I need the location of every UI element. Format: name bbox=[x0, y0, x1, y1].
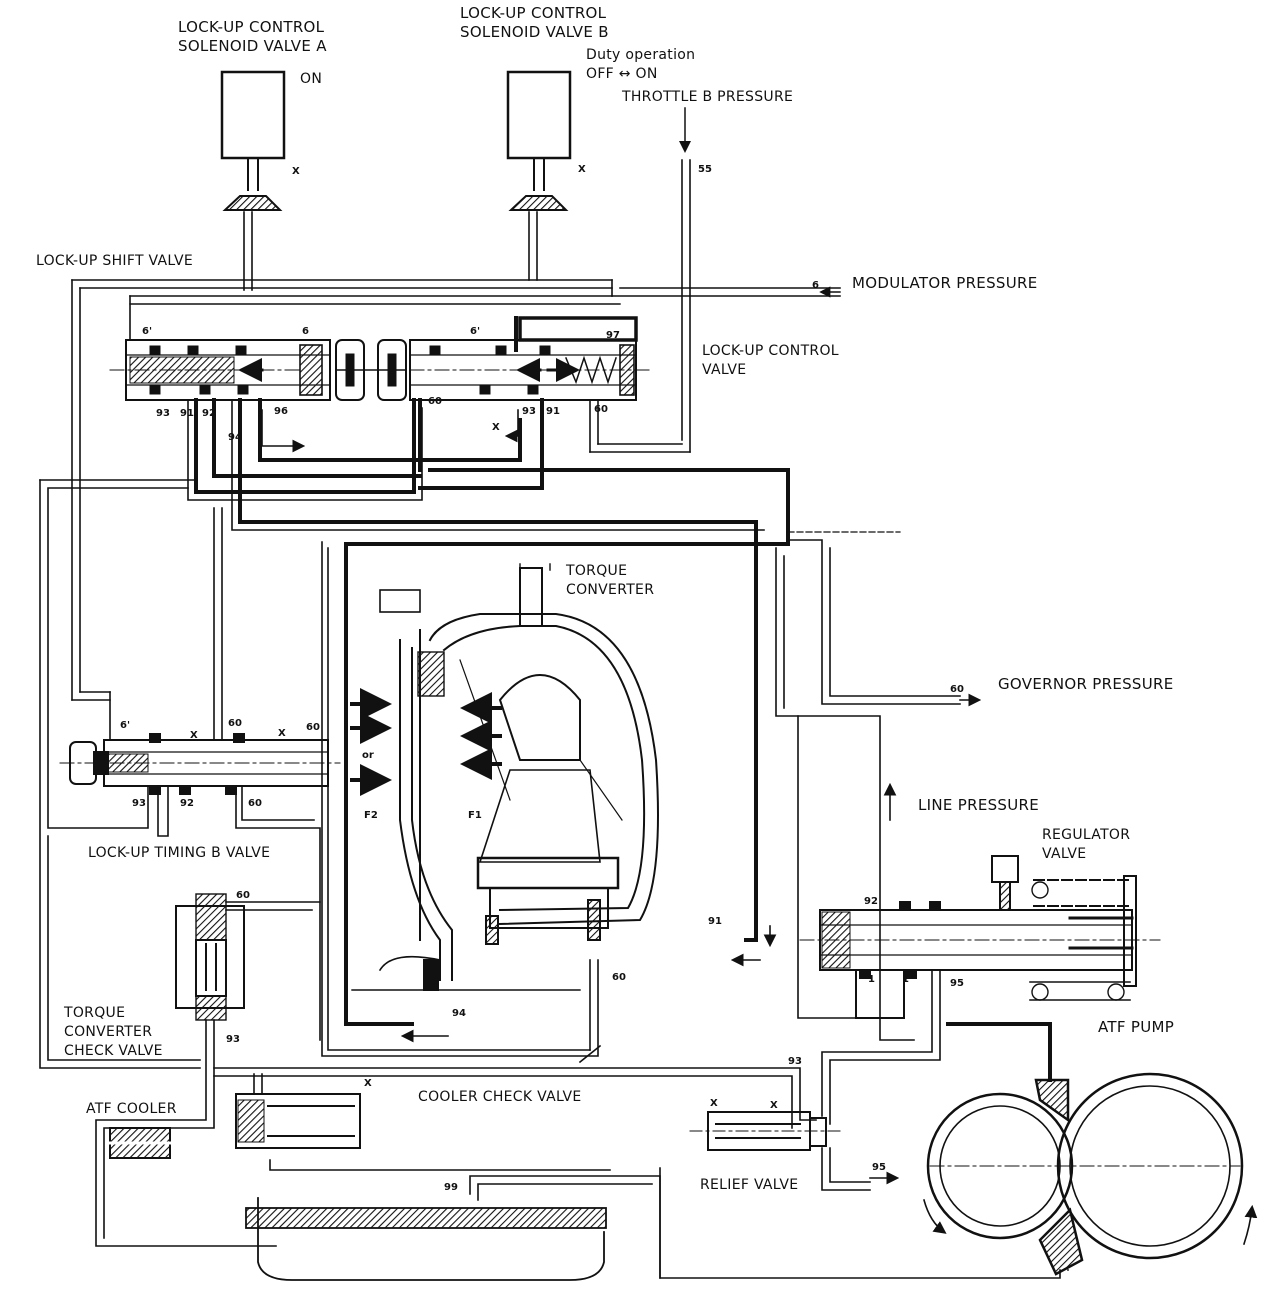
port-97: 97 bbox=[606, 330, 620, 341]
port-96: 96 bbox=[274, 406, 288, 417]
port-60: 60 bbox=[594, 404, 608, 415]
port-90: 60 bbox=[248, 798, 262, 809]
port-60: 60 bbox=[306, 722, 320, 733]
port-93: 93 bbox=[788, 1056, 802, 1067]
port-92: 92 bbox=[180, 798, 194, 809]
check-valve-line2: CONVERTER bbox=[64, 1024, 153, 1040]
port-60: 60 bbox=[950, 684, 964, 695]
relief-valve-label: RELIEF VALVE bbox=[700, 1177, 799, 1193]
modulator-pressure-label: MODULATOR PRESSURE bbox=[852, 274, 1038, 292]
lock-up-control-valve-label: LOCK-UP CONTROL VALVE bbox=[702, 342, 839, 380]
lock-up-shift-valve-label: LOCK-UP SHIFT VALVE bbox=[36, 253, 193, 269]
solenoid-a-state: ON bbox=[300, 71, 323, 87]
port-91: 91 bbox=[546, 406, 560, 417]
regulator-line1: REGULATOR bbox=[1042, 827, 1131, 843]
solenoid-b-line1: LOCK-UP CONTROL bbox=[460, 4, 607, 22]
modulator-line bbox=[71, 279, 841, 741]
port-93: 93 bbox=[156, 408, 170, 419]
cooler-check-valve-label: COOLER CHECK VALVE bbox=[418, 1089, 582, 1105]
port-91: 91 bbox=[180, 408, 194, 419]
lock-up-circuits bbox=[194, 316, 790, 1026]
atf-cooler-label: ATF COOLER bbox=[86, 1101, 177, 1117]
throttle-line bbox=[589, 107, 691, 453]
solenoid-a-label: LOCK-UP CONTROL SOLENOID VALVE A bbox=[178, 18, 327, 56]
check-valve-line3: CHECK VALVE bbox=[64, 1043, 163, 1059]
atf-pump-label: ATF PUMP bbox=[1098, 1018, 1175, 1036]
control-valve-line2: VALVE bbox=[702, 362, 747, 378]
marker-x: X bbox=[278, 728, 286, 739]
port-6-prime: 6' bbox=[142, 326, 152, 337]
solenoid-b-label: LOCK-UP CONTROL SOLENOID VALVE B bbox=[460, 4, 609, 42]
converter-flow-arrows bbox=[350, 688, 777, 1064]
lock-up-control-valve bbox=[409, 316, 651, 401]
throttle-b-pressure-label: THROTTLE B PRESSURE bbox=[622, 89, 794, 105]
port-6-prime: 6' bbox=[120, 720, 130, 731]
cooler-check-valve bbox=[213, 1067, 817, 1171]
torque-converter-line1: TORQUE bbox=[566, 563, 628, 579]
duty-line1: Duty operation bbox=[586, 47, 696, 63]
solenoid-b-line2: SOLENOID VALVE B bbox=[460, 23, 609, 41]
marker-x: X bbox=[492, 422, 500, 433]
control-valve-line1: LOCK-UP CONTROL bbox=[702, 343, 839, 359]
port-6: 6 bbox=[302, 326, 309, 337]
line-pressure-label: LINE PRESSURE bbox=[918, 796, 1040, 814]
port-93: 93 bbox=[226, 1034, 240, 1045]
marker-x: X bbox=[770, 1100, 778, 1111]
port-92: 92 bbox=[864, 896, 878, 907]
port-90: 60 bbox=[612, 972, 626, 983]
port-6: 6 bbox=[812, 280, 819, 291]
torque-converter-check-valve bbox=[95, 893, 321, 1247]
marker-or: or bbox=[362, 750, 374, 761]
solenoid-valve-b bbox=[506, 70, 572, 281]
lock-up-timing-b-valve bbox=[39, 479, 341, 1069]
lock-up-shift-valve bbox=[109, 339, 407, 401]
port-99: 99 bbox=[444, 1182, 458, 1193]
regulator-line2: VALVE bbox=[1042, 846, 1087, 862]
atf-cooler bbox=[108, 1127, 172, 1159]
port-92: 92 bbox=[202, 408, 216, 419]
solenoid-valve-a bbox=[220, 70, 286, 291]
port-90: 60 bbox=[428, 396, 442, 407]
lock-up-timing-b-valve-label: LOCK-UP TIMING B VALVE bbox=[88, 845, 271, 861]
port-60: 60 bbox=[236, 890, 250, 901]
lubrication-tube bbox=[245, 1175, 661, 1281]
port-95: 95 bbox=[950, 978, 964, 989]
regulator-valve-label: REGULATOR VALVE bbox=[1042, 826, 1130, 864]
check-valve-line1: TORQUE bbox=[64, 1005, 126, 1021]
marker-f1: F1 bbox=[468, 810, 482, 821]
duty-operation-label: Duty operation OFF ↔ ON bbox=[586, 46, 695, 84]
port-94: 94 bbox=[228, 432, 242, 443]
governor-line bbox=[775, 531, 982, 1041]
port-93: 93 bbox=[132, 798, 146, 809]
solenoid-a-line2: SOLENOID VALVE A bbox=[178, 37, 327, 55]
relief-valve bbox=[689, 1111, 900, 1191]
port-91: 91 bbox=[708, 916, 722, 927]
duty-line2: OFF ↔ ON bbox=[586, 66, 658, 82]
regulator-valve bbox=[797, 715, 1161, 1125]
marker-f2: F2 bbox=[364, 810, 378, 821]
port-1: 1 bbox=[868, 974, 875, 985]
torque-converter-check-valve-label: TORQUE CONVERTER CHECK VALVE bbox=[64, 1004, 163, 1061]
port-1: 1 bbox=[902, 974, 909, 985]
torque-converter-line2: CONVERTER bbox=[566, 582, 655, 598]
governor-pressure-label: GOVERNOR PRESSURE bbox=[998, 675, 1174, 693]
marker-x: X bbox=[364, 1078, 372, 1089]
port-6-prime: 6' bbox=[470, 326, 480, 337]
marker-x: X bbox=[190, 730, 198, 741]
port-90: 60 bbox=[228, 718, 242, 729]
port-55: 55 bbox=[698, 164, 712, 175]
torque-converter-label: TORQUE CONVERTER bbox=[566, 562, 654, 600]
port-95: 95 bbox=[872, 1162, 886, 1173]
marker-x: X bbox=[710, 1098, 718, 1109]
solenoid-a-line1: LOCK-UP CONTROL bbox=[178, 18, 325, 36]
port-93: 93 bbox=[522, 406, 536, 417]
torque-converter bbox=[351, 563, 659, 991]
port-94: 94 bbox=[452, 1008, 466, 1019]
marker-x: X bbox=[578, 164, 586, 175]
marker-x: X bbox=[292, 166, 300, 177]
